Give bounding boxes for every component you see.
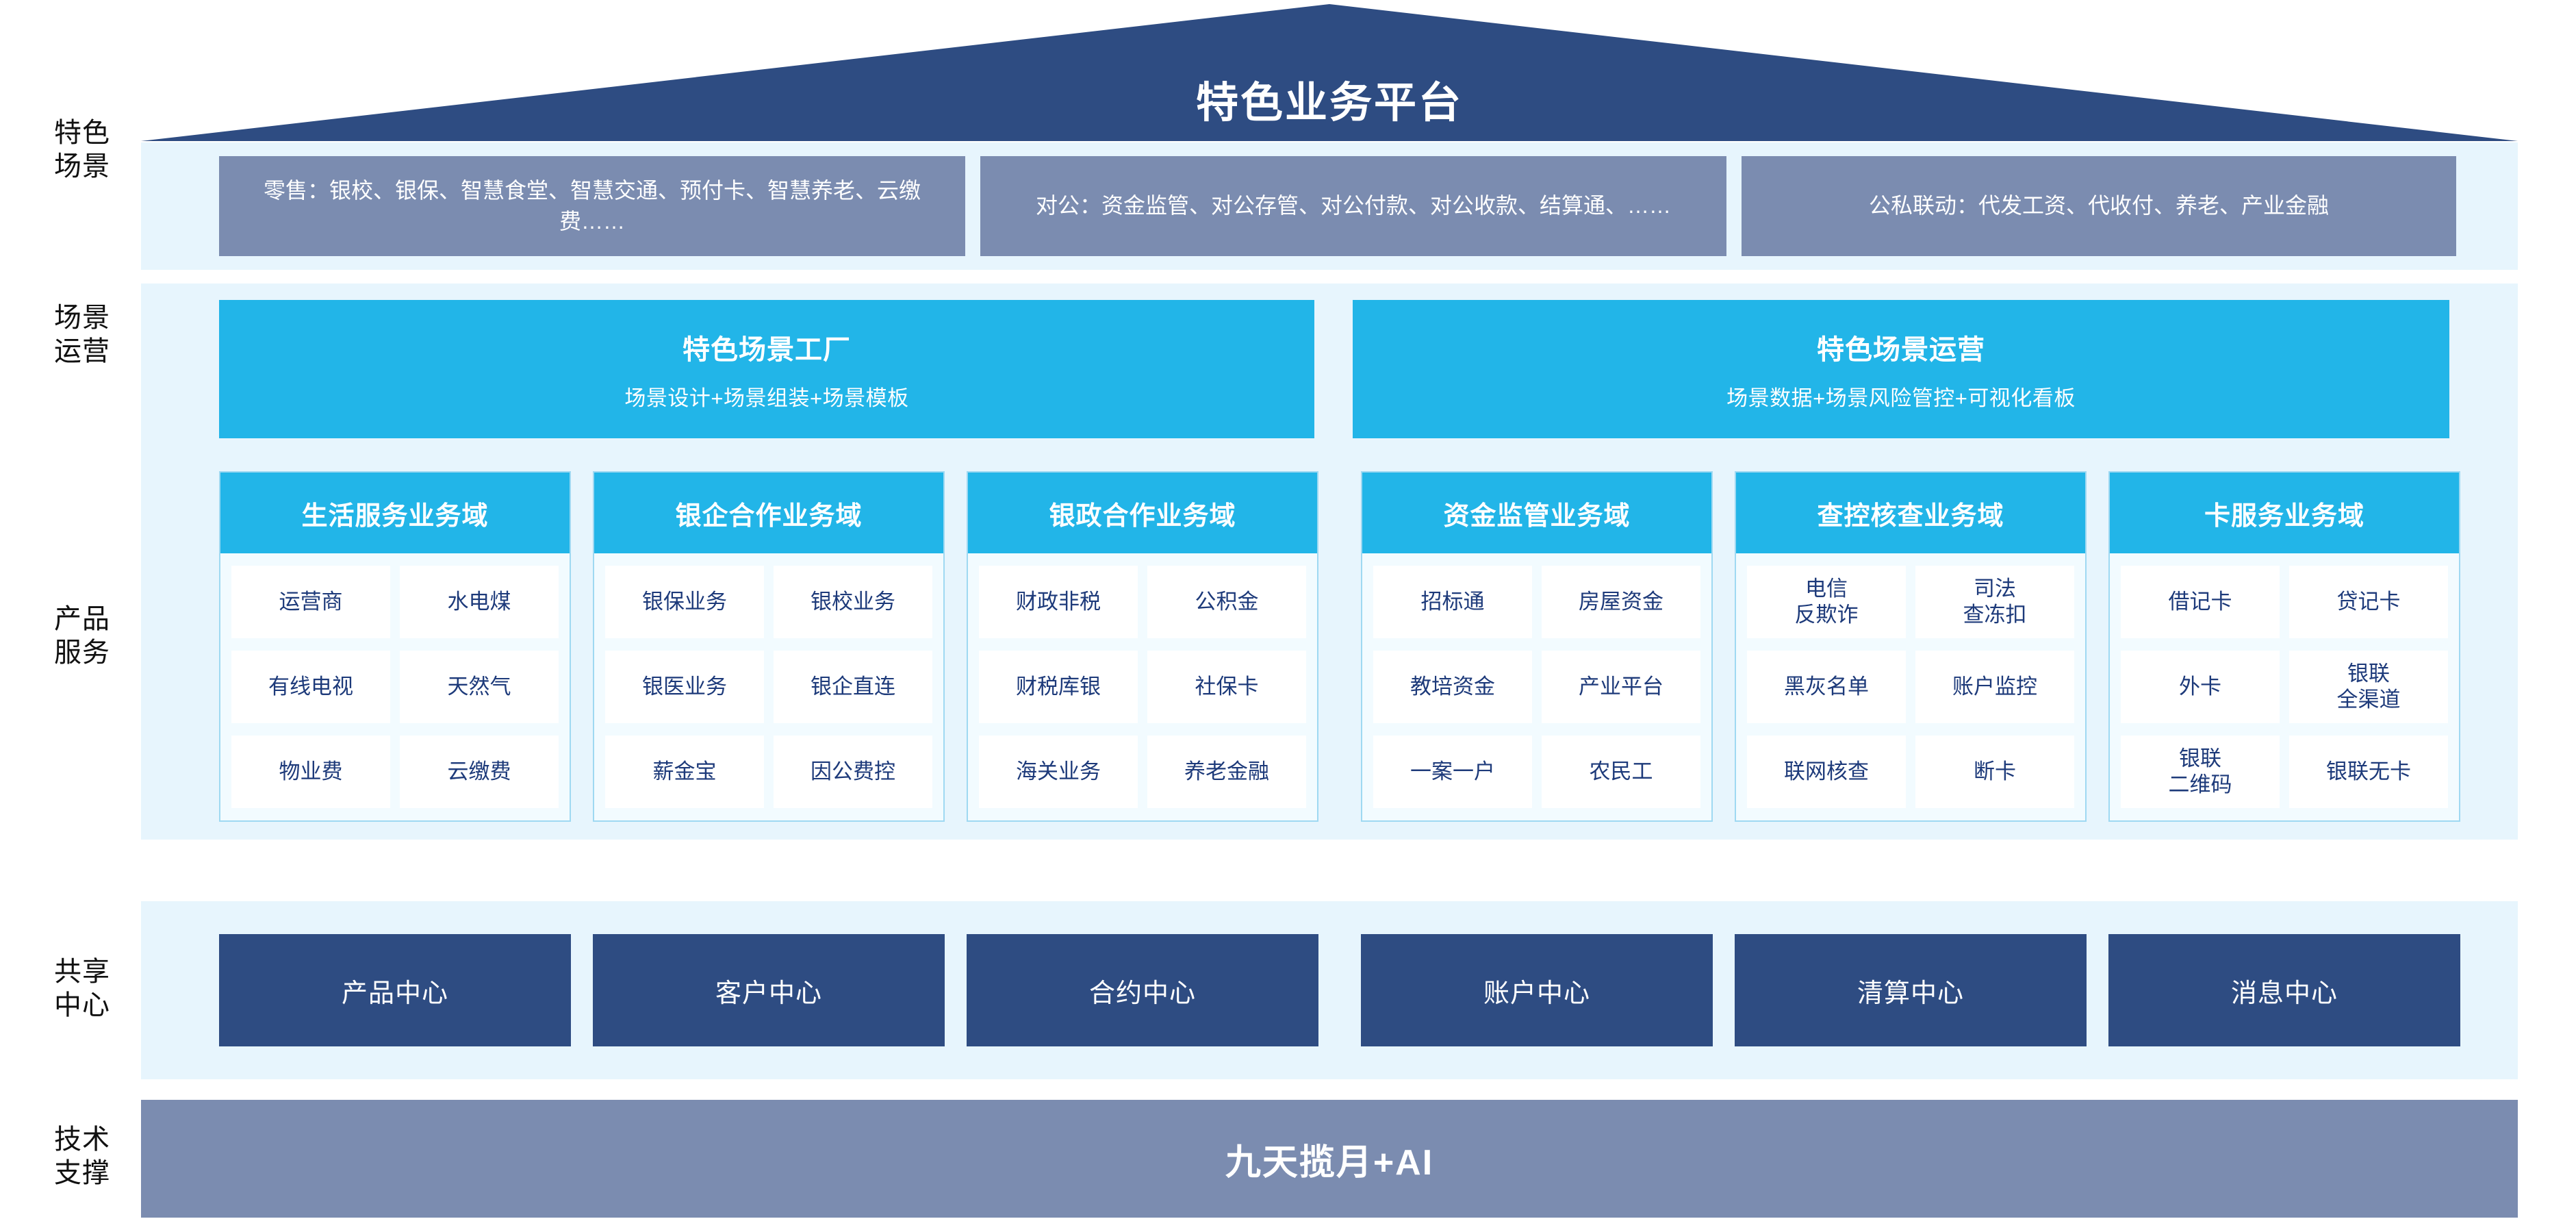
domain-cell[interactable]: 银校业务: [774, 566, 932, 638]
domain-title-bank-government: 银政合作业务域: [968, 473, 1317, 553]
domain-cell[interactable]: 银企直连: [774, 651, 932, 723]
ops-box-scene-factory[interactable]: 特色场景工厂 场景设计+场景组装+场景模板: [219, 300, 1314, 438]
row-label-tech-support: 技术 支撑: [54, 1124, 110, 1188]
domain-title-life-services: 生活服务业务域: [220, 473, 570, 553]
domain-cell[interactable]: 因公费控: [774, 736, 932, 808]
domain-cell[interactable]: 一案一户: [1373, 736, 1532, 808]
domain-cell[interactable]: 薪金宝: [605, 736, 764, 808]
domain-cell[interactable]: 账户监控: [1915, 651, 2074, 723]
domain-cell[interactable]: 海关业务: [979, 736, 1138, 808]
page-title: 特色业务平台: [1195, 79, 1463, 127]
scene-box-public-private-linkage[interactable]: 公私联动：代发工资、代收付、养老、产业金融: [1742, 156, 2456, 256]
domain-cell[interactable]: 房屋资金: [1542, 566, 1700, 638]
row-label-operations: 场景 运营: [54, 303, 110, 366]
domain-cell[interactable]: 养老金融: [1147, 736, 1306, 808]
ops-subtitle-scene-factory: 场景设计+场景组装+场景模板: [624, 386, 909, 410]
shared-center-customer[interactable]: 客户中心: [593, 934, 945, 1046]
tech-support-bar[interactable]: 九天揽月+AI: [141, 1100, 2518, 1218]
ops-title-scene-operation: 特色场景运营: [1817, 334, 1985, 365]
domain-cell[interactable]: 社保卡: [1147, 651, 1306, 723]
domain-grid-fund-supervision: 招标通 房屋资金 教培资金 产业平台 一案一户 农民工: [1362, 553, 1711, 820]
domain-cell[interactable]: 招标通: [1373, 566, 1532, 638]
domain-cell[interactable]: 银联 二维码: [2121, 736, 2280, 808]
domain-cell[interactable]: 天然气: [400, 651, 559, 723]
ops-title-scene-factory: 特色场景工厂: [683, 334, 851, 365]
domain-cell[interactable]: 借记卡: [2121, 566, 2280, 638]
domain-cell[interactable]: 司法 查冻扣: [1915, 566, 2074, 638]
domain-grid-bank-government: 财政非税 公积金 财税库银 社保卡 海关业务 养老金融: [968, 553, 1317, 820]
domain-title-investigation-control: 查控核查业务域: [1736, 473, 2085, 553]
domain-cell[interactable]: 水电煤: [400, 566, 559, 638]
domain-grid-investigation-control: 电信 反欺诈 司法 查冻扣 黑灰名单 账户监控 联网核查 断卡: [1736, 553, 2085, 820]
domain-cell[interactable]: 联网核查: [1747, 736, 1906, 808]
domain-cell[interactable]: 电信 反欺诈: [1747, 566, 1906, 638]
domain-cell[interactable]: 云缴费: [400, 736, 559, 808]
domain-cell[interactable]: 财税库银: [979, 651, 1138, 723]
domain-cell[interactable]: 运营商: [231, 566, 390, 638]
row-label-shared-centers: 共享 中心: [54, 957, 110, 1020]
domain-grid-bank-enterprise: 银保业务 银校业务 银医业务 银企直连 薪金宝 因公费控: [594, 553, 943, 820]
domain-cell[interactable]: 银联 全渠道: [2289, 651, 2448, 723]
domain-title-fund-supervision: 资金监管业务域: [1362, 473, 1711, 553]
domain-title-bank-enterprise: 银企合作业务域: [594, 473, 943, 553]
scene-box-corporate[interactable]: 对公：资金监管、对公存管、对公付款、对公收款、结算通、……: [980, 156, 1726, 256]
domain-cell[interactable]: 产业平台: [1542, 651, 1700, 723]
domain-cell[interactable]: 有线电视: [231, 651, 390, 723]
shared-center-account[interactable]: 账户中心: [1361, 934, 1713, 1046]
domain-cell[interactable]: 黑灰名单: [1747, 651, 1906, 723]
domain-cell[interactable]: 公积金: [1147, 566, 1306, 638]
domain-card-investigation-control[interactable]: 查控核查业务域 电信 反欺诈 司法 查冻扣 黑灰名单 账户监控 联网核查 断卡: [1735, 471, 2087, 822]
scene-box-retail[interactable]: 零售：银校、银保、智慧食堂、智慧交通、预付卡、智慧养老、云缴费……: [219, 156, 965, 256]
domain-title-card-services: 卡服务业务域: [2110, 473, 2459, 553]
domain-card-life-services[interactable]: 生活服务业务域 运营商 水电煤 有线电视 天然气 物业费 云缴费: [219, 471, 571, 822]
domain-cell[interactable]: 断卡: [1915, 736, 2074, 808]
domain-card-bank-enterprise[interactable]: 银企合作业务域 银保业务 银校业务 银医业务 银企直连 薪金宝 因公费控: [593, 471, 945, 822]
domain-cell[interactable]: 银医业务: [605, 651, 764, 723]
domain-grid-card-services: 借记卡 贷记卡 外卡 银联 全渠道 银联 二维码 银联无卡: [2110, 553, 2459, 820]
domain-cell[interactable]: 教培资金: [1373, 651, 1532, 723]
domain-cell[interactable]: 农民工: [1542, 736, 1700, 808]
domain-cell[interactable]: 外卡: [2121, 651, 2280, 723]
ops-box-scene-operation[interactable]: 特色场景运营 场景数据+场景风险管控+可视化看板: [1353, 300, 2449, 438]
platform-title-banner: 特色业务平台: [141, 4, 2518, 141]
domain-card-card-services[interactable]: 卡服务业务域 借记卡 贷记卡 外卡 银联 全渠道 银联 二维码 银联无卡: [2108, 471, 2460, 822]
shared-center-product[interactable]: 产品中心: [219, 934, 571, 1046]
shared-center-clearing[interactable]: 清算中心: [1735, 934, 2087, 1046]
domain-cell[interactable]: 贷记卡: [2289, 566, 2448, 638]
row-label-scenes: 特色 场景: [54, 118, 110, 181]
ops-subtitle-scene-operation: 场景数据+场景风险管控+可视化看板: [1726, 386, 2076, 410]
domain-card-fund-supervision[interactable]: 资金监管业务域 招标通 房屋资金 教培资金 产业平台 一案一户 农民工: [1361, 471, 1713, 822]
domain-cell[interactable]: 财政非税: [979, 566, 1138, 638]
domain-card-bank-government[interactable]: 银政合作业务域 财政非税 公积金 财税库银 社保卡 海关业务 养老金融: [967, 471, 1318, 822]
shared-center-contract[interactable]: 合约中心: [967, 934, 1318, 1046]
shared-center-message[interactable]: 消息中心: [2108, 934, 2460, 1046]
domain-cell[interactable]: 物业费: [231, 736, 390, 808]
row-label-products: 产品 服务: [54, 604, 110, 668]
domain-cell[interactable]: 银保业务: [605, 566, 764, 638]
domain-grid-life-services: 运营商 水电煤 有线电视 天然气 物业费 云缴费: [220, 553, 570, 820]
domain-cell[interactable]: 银联无卡: [2289, 736, 2448, 808]
